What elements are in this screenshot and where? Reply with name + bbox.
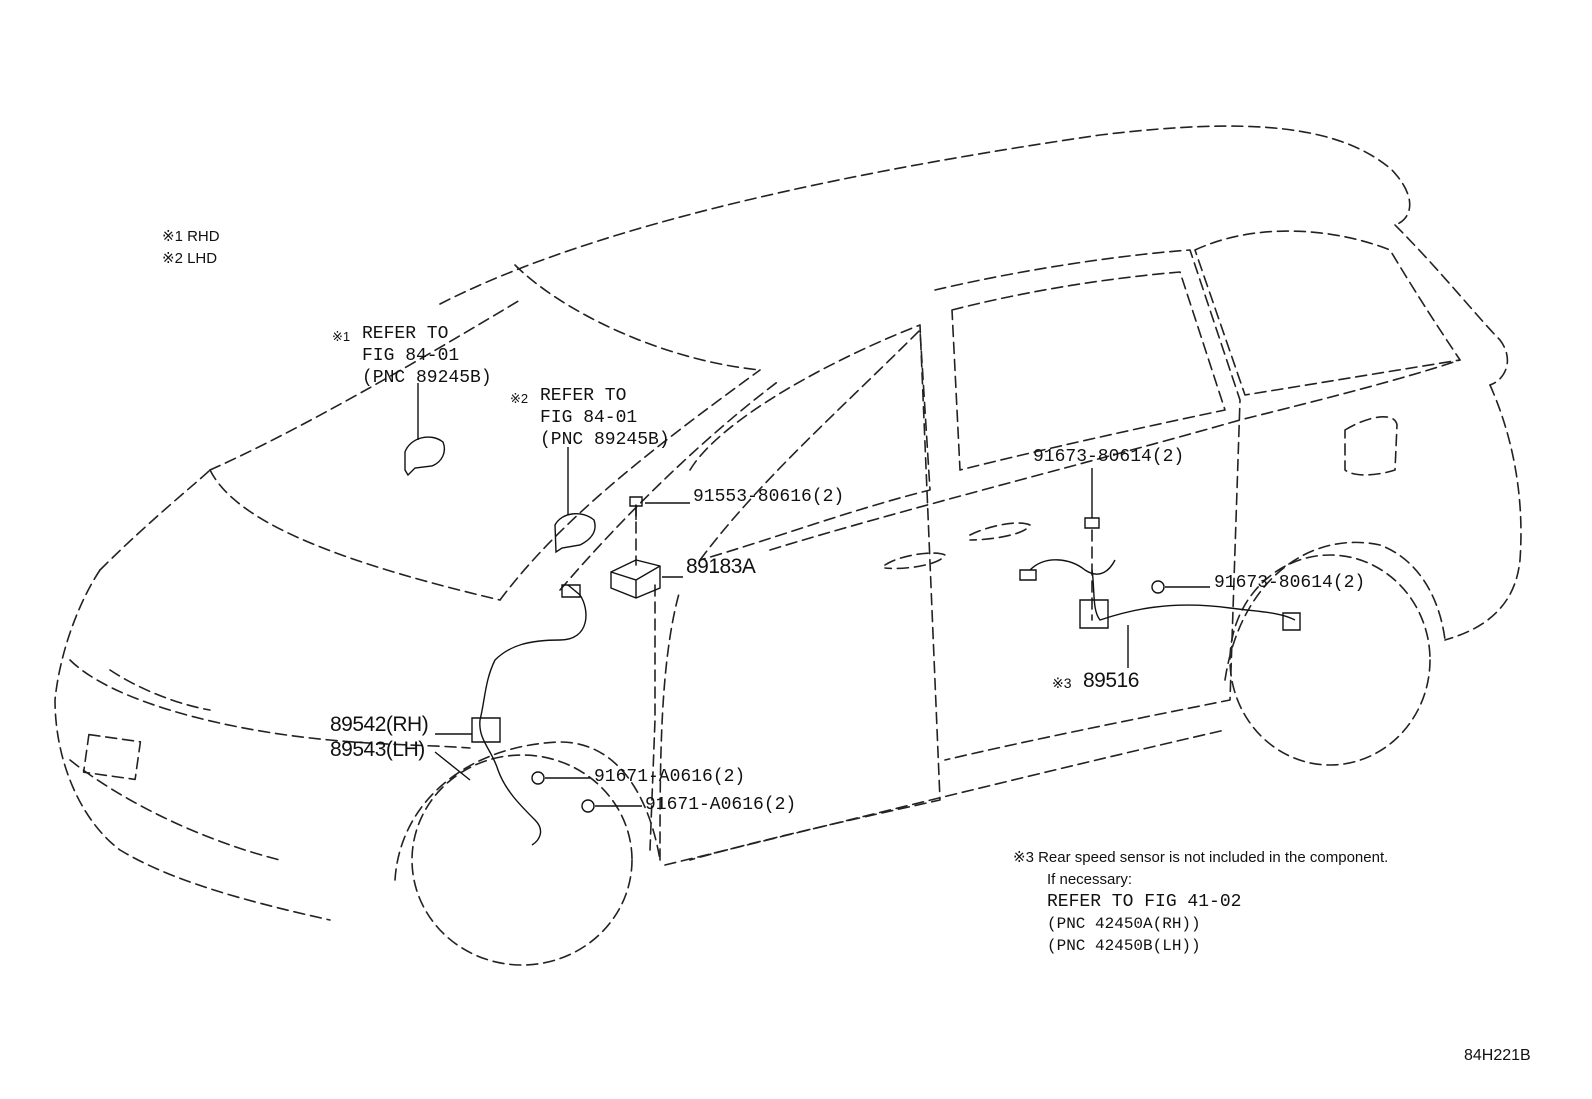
sensor-lhd-part — [554, 513, 596, 554]
rear-sensor-bracket — [1079, 599, 1109, 629]
illustration-code: 84H221B — [1464, 1047, 1531, 1064]
note-line1: ※3 Rear speed sensor is not included in … — [1013, 849, 1389, 866]
bolt-91673b — [1151, 580, 1165, 594]
front-sensor-bracket — [471, 717, 501, 743]
refer1-line1: REFER TO — [362, 324, 449, 344]
note-line5: (PNC 42450B(LH)) — [1047, 937, 1201, 955]
legend-rhd: ※1 RHD — [162, 228, 220, 245]
bolt-91553 — [629, 496, 643, 520]
sensor-rhd-part — [404, 436, 446, 477]
license-plate — [82, 733, 142, 781]
part-91671-upper: 91671-A0616(2) — [594, 767, 746, 787]
refer2-line3: (PNC 89245B) — [540, 430, 670, 450]
front-sensor-harness — [479, 584, 587, 846]
part-89542: 89542(RH) — [330, 713, 429, 736]
quarter-window — [1194, 230, 1461, 396]
hood-front-edge — [99, 469, 211, 571]
grille-upper — [69, 659, 471, 749]
rear-body — [1444, 384, 1522, 641]
roof-outline — [439, 125, 1411, 305]
connector-front — [561, 584, 581, 598]
part-89516: 89516 — [1083, 669, 1139, 692]
rear-wheel — [1229, 554, 1431, 766]
note-line2: If necessary: — [1047, 871, 1133, 888]
sliding-door-outline — [934, 249, 1241, 761]
refer1-line3: (PNC 89245B) — [362, 368, 492, 388]
leader-89543 — [434, 751, 471, 781]
refer2-mark: ※2 — [510, 391, 529, 406]
legend-lhd: ※2 LHD — [162, 250, 218, 267]
part-91671-lower: 91671-A0616(2) — [645, 795, 797, 815]
refer2-line2: FIG 84-01 — [540, 408, 638, 428]
connector-rear-right — [1282, 612, 1301, 631]
bolt-91671a — [531, 771, 545, 785]
a-pillar — [559, 379, 781, 591]
part-89516-mark: ※3 — [1052, 675, 1072, 691]
rocker-line — [664, 729, 1226, 866]
part-91673-upper: 91673-80614(2) — [1033, 447, 1185, 467]
part-91673-lower: 91673-80614(2) — [1214, 573, 1366, 593]
rear-wheel-arch — [1224, 541, 1446, 681]
headlight — [109, 669, 211, 711]
note-line4: (PNC 42450A(RH)) — [1047, 915, 1201, 933]
unit-89183A — [610, 559, 661, 599]
front-fender — [659, 589, 681, 861]
note-line3: REFER TO FIG 41-02 — [1047, 892, 1242, 912]
refer1-mark: ※1 — [332, 329, 351, 344]
refer2-line1: REFER TO — [540, 386, 627, 406]
refer1-line2: FIG 84-01 — [362, 346, 460, 366]
part-91553: 91553-80616(2) — [693, 487, 845, 507]
connector-rear-left — [1019, 569, 1037, 581]
part-89543: 89543(LH) — [330, 738, 425, 761]
bolt-91671b — [581, 799, 595, 813]
front-wheel-arch — [394, 741, 661, 881]
front-fascia — [54, 569, 331, 921]
front-door-outline — [689, 324, 941, 861]
sliding-door-window — [951, 271, 1226, 471]
front-door-handle — [884, 552, 946, 570]
beltline — [769, 359, 1461, 551]
roof-panel-line — [514, 264, 761, 371]
part-89183A: 89183A — [686, 555, 756, 578]
front-window — [699, 329, 931, 561]
roof-rear-edge — [1394, 224, 1509, 386]
bolt-91673a — [1084, 517, 1100, 529]
fuel-lid — [1344, 415, 1398, 476]
rear-sensor-harness — [1029, 559, 1296, 621]
front-wheel — [411, 754, 633, 966]
windshield — [499, 369, 761, 601]
grille-lower — [69, 759, 281, 861]
hood-outline — [209, 299, 521, 471]
sliding-door-handle — [969, 522, 1031, 541]
hood-top — [209, 469, 501, 601]
